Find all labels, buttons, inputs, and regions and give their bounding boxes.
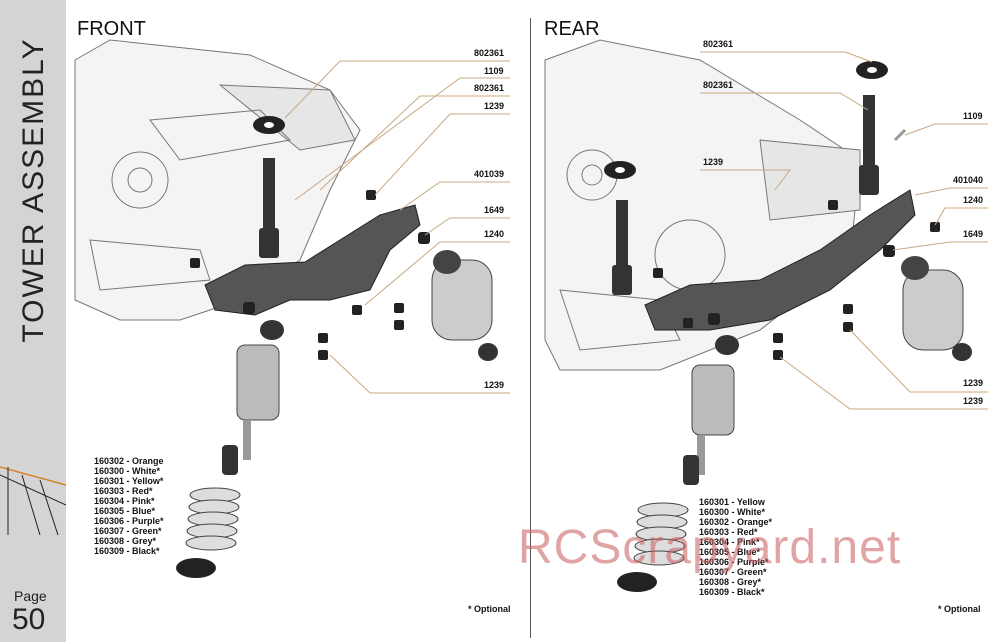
front-screws xyxy=(190,190,430,360)
rear-shock-absorber xyxy=(617,256,972,592)
front-part-label: 1239 xyxy=(484,380,505,390)
front-optional-note: * Optional xyxy=(468,604,511,614)
front-chassis-drawing xyxy=(74,39,361,321)
rear-leader-lines xyxy=(700,51,988,410)
spring-option: 160305 - Blue* xyxy=(94,506,156,516)
rear-part-label: 1239 xyxy=(963,396,984,406)
decorative-lines xyxy=(0,466,66,535)
rear-part-label: 1239 xyxy=(703,157,724,167)
spring-option: 160300 - White* xyxy=(94,466,161,476)
rear-optional-note: * Optional xyxy=(938,604,981,614)
spring-option: 160300 - White* xyxy=(699,507,766,517)
front-leader-lines xyxy=(284,60,510,394)
spring-option: 160309 - Black* xyxy=(699,587,765,597)
front-part-label: 802361 xyxy=(474,83,505,93)
spring-option: 160308 - Grey* xyxy=(699,577,762,587)
spring-option: 160305 - Blue* xyxy=(699,547,761,557)
rear-screws xyxy=(653,200,940,360)
spring-option: 160307 - Green* xyxy=(94,526,162,536)
spring-option: 160301 - Yellow xyxy=(699,497,765,507)
spring-option: 160303 - Red* xyxy=(94,486,153,496)
rear-spring-options: 160301 - Yellow 160300 - White* 160302 -… xyxy=(699,497,772,597)
sidebar: TOWER ASSEMBLY Page 50 xyxy=(0,0,66,642)
rear-part-label: 802361 xyxy=(703,39,734,49)
spring-option: 160306 - Purple* xyxy=(94,516,164,526)
front-part-label: 401039 xyxy=(474,169,505,179)
spring-option: 160301 - Yellow* xyxy=(94,476,164,486)
rear-part-label: 401040 xyxy=(953,175,984,185)
rear-shock-tower xyxy=(604,61,916,331)
section-divider xyxy=(530,18,531,638)
front-part-label: 1109 xyxy=(484,66,504,76)
front-part-label: 1239 xyxy=(484,101,505,111)
front-spring-options: 160302 - Orange 160300 - White* 160301 -… xyxy=(94,456,164,556)
front-shock-tower xyxy=(204,116,421,316)
spring-option: 160302 - Orange* xyxy=(699,517,773,527)
front-title: FRONT xyxy=(77,18,146,40)
page-label: Page xyxy=(14,588,47,604)
spring-option: 160307 - Green* xyxy=(699,567,767,577)
rear-part-label: 802361 xyxy=(703,80,734,90)
rear-title: REAR xyxy=(544,18,600,40)
spring-option: 160306 - Purple* xyxy=(699,557,769,567)
front-part-label: 802361 xyxy=(474,48,505,58)
page-number: 50 xyxy=(12,603,46,636)
rear-part-label: 1649 xyxy=(963,229,984,239)
spring-option: 160302 - Orange xyxy=(94,456,164,466)
front-part-label: 1240 xyxy=(484,229,505,239)
spring-option: 160308 - Grey* xyxy=(94,536,157,546)
front-shock-absorber xyxy=(176,250,498,578)
rear-part-label: 1109 xyxy=(963,111,983,121)
spring-option: 160309 - Black* xyxy=(94,546,160,556)
spring-option: 160304 - Pink* xyxy=(94,496,155,506)
spring-option: 160304 - Pink* xyxy=(699,537,760,547)
front-part-label: 1649 xyxy=(484,205,505,215)
rear-part-label: 1239 xyxy=(963,378,984,388)
rear-part-label: 1240 xyxy=(963,195,984,205)
spring-option: 160303 - Red* xyxy=(699,527,758,537)
watermark: RCScrapyard.net xyxy=(518,521,902,574)
